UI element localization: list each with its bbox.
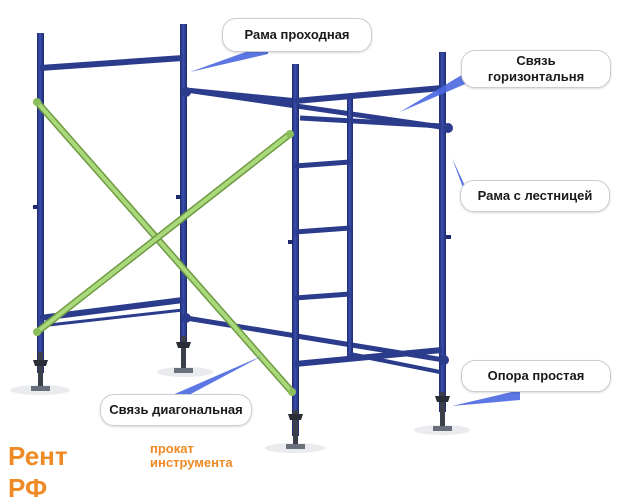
pointer-horizontal-brace	[400, 70, 470, 112]
callout-diagonal-brace: Связь диагональная	[100, 394, 252, 426]
ladder-frame	[292, 52, 453, 436]
pointer-simple-support	[452, 390, 520, 406]
callout-frame-walkthrough: Рама проходная	[222, 18, 372, 52]
clamp-pins	[33, 195, 451, 244]
support-leg	[433, 392, 452, 431]
simple-support	[31, 336, 452, 449]
support-leg	[31, 352, 50, 391]
logo-brand: Рент РФ	[8, 441, 68, 503]
callout-horizontal-brace: Связь горизонтальня	[461, 50, 611, 88]
scaffold-diagram	[10, 24, 520, 453]
pointer-diagonal-brace	[170, 356, 262, 404]
support-leg	[286, 410, 305, 449]
walkthrough-frame	[37, 24, 191, 373]
callout-simple-support: Опора простая	[461, 360, 611, 392]
logo-subtitle: прокат инструмента	[150, 441, 233, 470]
support-leg	[174, 336, 193, 373]
diagonal-brace	[33, 98, 296, 396]
callout-frame-ladder: Рама с лестницей	[460, 180, 610, 212]
